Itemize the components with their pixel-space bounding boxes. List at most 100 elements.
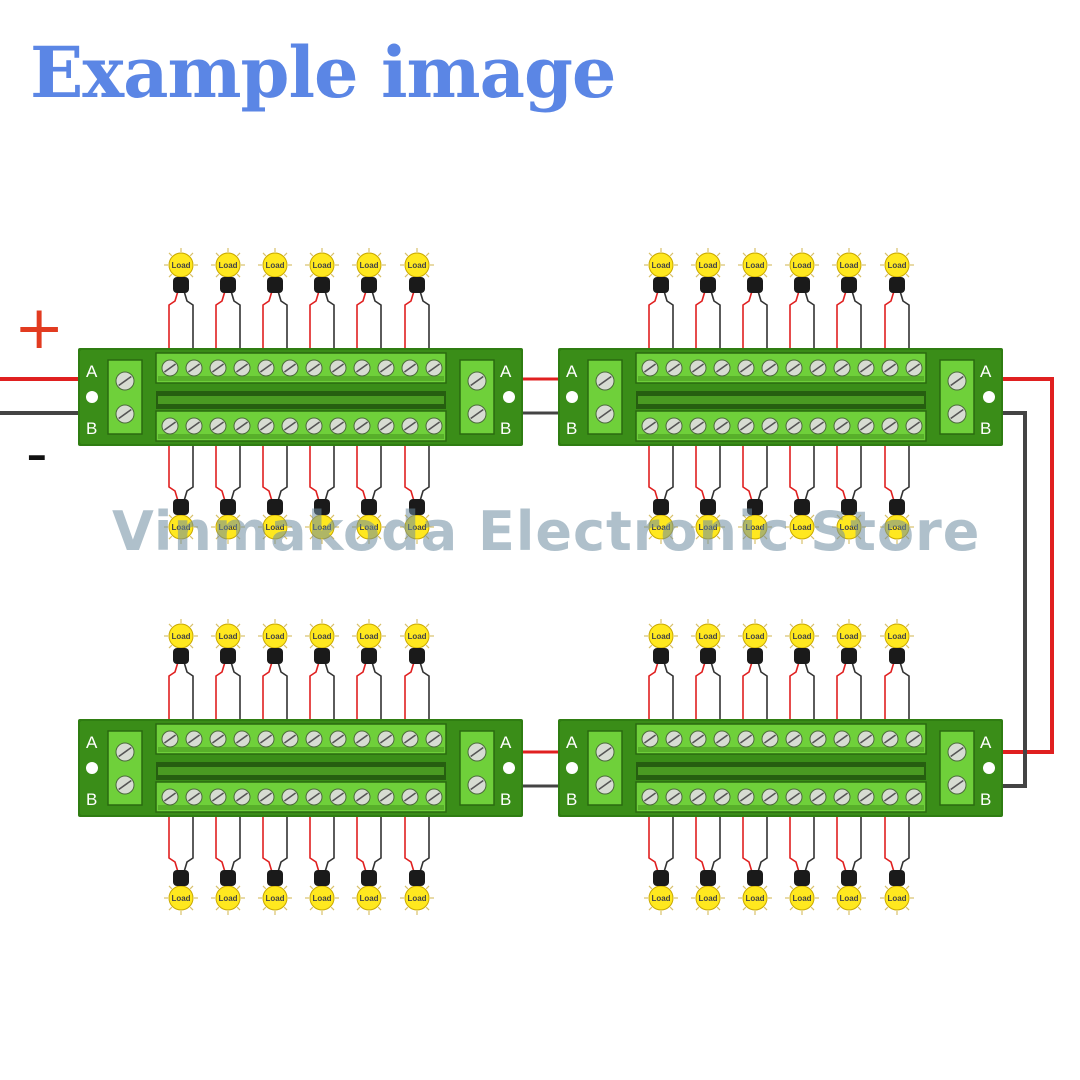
load-ray — [810, 273, 815, 278]
load-ray — [356, 535, 361, 540]
load-ray — [168, 273, 173, 278]
load-base — [361, 648, 377, 664]
lead-red — [789, 661, 800, 725]
screw-slot — [691, 734, 705, 744]
row-separator-face — [158, 396, 444, 404]
lead-black — [183, 290, 194, 354]
lead-red — [215, 811, 226, 873]
load-label: Load — [265, 261, 284, 270]
load-label: Load — [839, 523, 858, 532]
lead-red — [884, 440, 895, 502]
screw-slot — [598, 375, 612, 387]
load-ray — [404, 885, 409, 890]
load-ray — [236, 252, 241, 257]
load-base — [747, 277, 763, 293]
lead-red — [648, 290, 659, 354]
row-separator-face — [158, 767, 444, 775]
load-ray — [215, 535, 220, 540]
load-ray — [425, 623, 430, 628]
load-ray — [168, 885, 173, 890]
load-ray — [425, 644, 430, 649]
terminal-row-edge — [158, 434, 444, 439]
load-ray — [695, 273, 700, 278]
screw-slot — [283, 421, 297, 431]
lead-red — [356, 811, 367, 873]
screw-slot — [835, 363, 849, 373]
load-ray — [857, 885, 862, 890]
load-ray — [884, 252, 889, 257]
lead-red — [789, 290, 800, 354]
load-ray — [283, 906, 288, 911]
screw-slot — [667, 792, 681, 802]
lead-black — [804, 440, 815, 502]
load-label: Load — [887, 894, 906, 903]
lead-black — [851, 440, 862, 502]
load-label: Load — [887, 632, 906, 641]
load-ray — [309, 535, 314, 540]
lead-black — [371, 440, 382, 502]
lead-red — [404, 440, 415, 502]
load-ray — [356, 885, 361, 890]
load-base — [889, 870, 905, 886]
screw-slot — [643, 363, 657, 373]
load-ray — [330, 273, 335, 278]
load-ray — [309, 273, 314, 278]
load-ray — [283, 885, 288, 890]
load-ray — [810, 252, 815, 257]
lead-black — [183, 440, 194, 502]
screw-slot — [811, 363, 825, 373]
load-label: Load — [698, 894, 717, 903]
load-ray — [283, 644, 288, 649]
lead-red — [742, 290, 753, 354]
load-label: Load — [359, 261, 378, 270]
screw-slot — [355, 734, 369, 744]
screw-slot — [331, 421, 345, 431]
lead-black — [757, 440, 768, 502]
load-ray — [330, 644, 335, 649]
load-ray — [330, 906, 335, 911]
load-ray — [789, 644, 794, 649]
screw-slot — [643, 734, 657, 744]
terminal-row-edge — [638, 376, 924, 381]
load-ray — [669, 514, 674, 519]
load-ray — [330, 623, 335, 628]
load-label: Load — [698, 632, 717, 641]
load-label: Load — [745, 894, 764, 903]
lead-red — [168, 440, 179, 502]
load-base — [314, 648, 330, 664]
load-ray — [189, 252, 194, 257]
screw-slot — [691, 421, 705, 431]
screw-slot — [835, 734, 849, 744]
screw-slot — [470, 779, 484, 791]
load-label: Load — [745, 261, 764, 270]
mount-hole — [983, 391, 995, 403]
load-base — [173, 499, 189, 515]
screw-slot — [859, 792, 873, 802]
load-label: Load — [312, 261, 331, 270]
mount-hole — [503, 391, 515, 403]
screw-slot — [691, 363, 705, 373]
load-label: Load — [171, 632, 190, 641]
load-base — [314, 277, 330, 293]
load-ray — [168, 623, 173, 628]
load-label: Load — [265, 894, 284, 903]
load-ray — [884, 623, 889, 628]
screw-slot — [427, 363, 441, 373]
load-ray — [262, 514, 267, 519]
load-ray — [262, 906, 267, 911]
screw-slot — [235, 421, 249, 431]
load-ray — [695, 535, 700, 540]
load-base — [653, 870, 669, 886]
load-ray — [236, 273, 241, 278]
load-base — [747, 648, 763, 664]
lead-black — [757, 661, 768, 725]
load-base — [841, 499, 857, 515]
lead-black — [851, 811, 862, 873]
load-label: Load — [651, 632, 670, 641]
load-ray — [742, 535, 747, 540]
screw-slot — [859, 734, 873, 744]
load-base — [841, 277, 857, 293]
lead-red — [884, 290, 895, 354]
load-ray — [763, 273, 768, 278]
load-base — [889, 499, 905, 515]
